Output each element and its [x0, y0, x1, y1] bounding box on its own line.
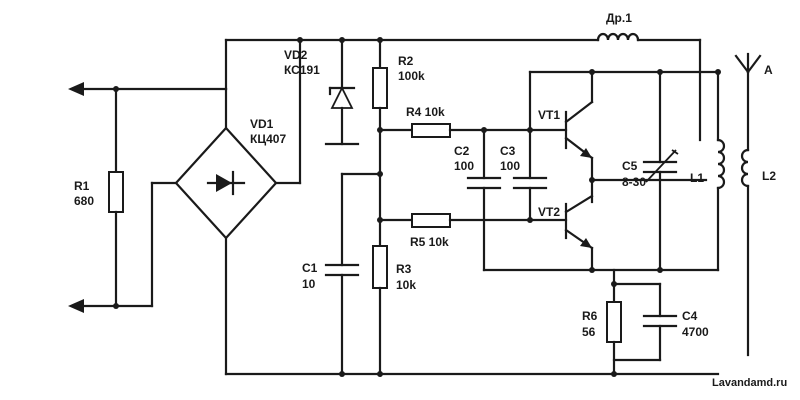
vt2-label: VT2	[538, 205, 560, 219]
r2-value-label: 100k	[398, 69, 425, 83]
inductor-l2	[740, 70, 750, 357]
resistor-r4	[378, 123, 568, 138]
c2-ref-label: C2	[454, 144, 470, 158]
c3-ref-label: C3	[500, 144, 516, 158]
resistor-r5	[378, 213, 568, 228]
c3-value-label: 100	[500, 159, 520, 173]
input-terminal-top	[68, 82, 228, 96]
trimmer-capacitor-c5	[642, 70, 679, 272]
c5-ref-label: C5	[622, 159, 638, 173]
antenna-icon	[734, 52, 762, 74]
capacitor-c2	[466, 128, 502, 272]
transistor-vt1	[564, 70, 594, 204]
r4-label: R4 10k	[406, 105, 445, 119]
input-terminal-bottom	[68, 299, 154, 313]
zener-diode-vd2	[324, 38, 360, 146]
c2-value-label: 100	[454, 159, 474, 173]
antenna-label: A	[764, 63, 773, 77]
resistor-r3	[372, 245, 388, 376]
vd1-type-label: КЦ407	[250, 132, 286, 146]
r3-value-label: 10k	[396, 278, 416, 292]
inductor-l1	[698, 38, 726, 272]
choke-dr1	[596, 32, 640, 42]
l1-label: L1	[690, 171, 704, 185]
c4-value-label: 4700	[682, 325, 709, 339]
r6-value-label: 56	[582, 325, 596, 339]
vd1-ref-label: VD1	[250, 117, 274, 131]
r3-ref-label: R3	[396, 262, 412, 276]
capacitor-c1	[324, 172, 382, 376]
choke-label: Др.1	[606, 11, 632, 25]
c4-ref-label: C4	[682, 309, 698, 323]
r2-ref-label: R2	[398, 54, 414, 68]
c1-ref-label: C1	[302, 261, 318, 275]
vd2-ref-label: VD2	[284, 48, 308, 62]
r5-label: R5 10k	[410, 235, 449, 249]
capacitor-c4	[612, 282, 678, 362]
r1-ref-label: R1	[74, 179, 90, 193]
r6-ref-label: R6	[582, 309, 598, 323]
c1-value-label: 10	[302, 277, 316, 291]
c5-value-label: 8-30	[622, 175, 646, 189]
transistor-vt2	[564, 194, 594, 272]
watermark: Lavandamd.ru	[712, 377, 787, 389]
resistor-r2	[372, 38, 388, 248]
vt1-label: VT1	[538, 108, 560, 122]
vd2-type-label: КС191	[284, 63, 320, 77]
r1-value-label: 680	[74, 194, 94, 208]
l2-label: L2	[762, 169, 776, 183]
capacitor-c3	[512, 128, 548, 222]
resistor-r1	[108, 86, 124, 309]
